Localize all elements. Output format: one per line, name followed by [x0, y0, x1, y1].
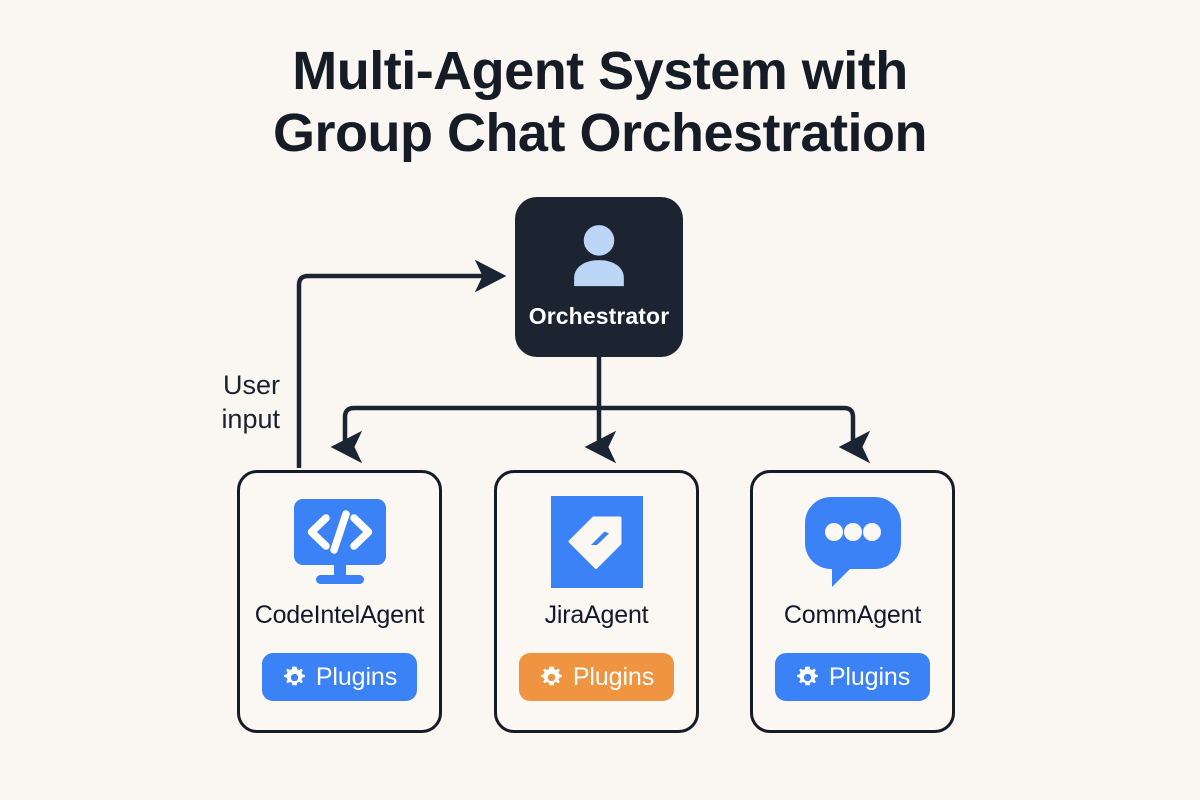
agent-icon-wrap [802, 493, 904, 591]
chat-bubble-icon [804, 497, 901, 587]
agent-name: CommAgent [783, 601, 922, 629]
agent-icon-wrap [550, 493, 643, 591]
agent-name: CodeIntelAgent [254, 601, 425, 629]
tag-label-icon [550, 496, 643, 588]
gear-icon [284, 666, 305, 685]
plugins-label: Plugins [572, 662, 655, 691]
orchestrator-label: Orchestrator [528, 303, 670, 329]
user-input-label-line-2: input [221, 404, 280, 434]
page-title: Multi-Agent System with Group Chat Orche… [0, 40, 1200, 164]
orchestrator-node[interactable]: Orchestrator [515, 197, 683, 357]
user-input-label-line-1: User [222, 370, 280, 400]
gear-icon [541, 666, 562, 685]
title-line-1: Multi-Agent System with [292, 41, 908, 101]
agent-name: JiraAgent [544, 601, 649, 629]
connector-user-input [296, 259, 507, 468]
title-line-2: Group Chat Orchestration [272, 103, 928, 163]
agent-card-codeintelagent[interactable]: CodeIntelAgent Plugins [237, 470, 442, 733]
connector-branch-codeintelagent [330, 405, 599, 464]
agent-icon-wrap [290, 493, 390, 591]
plugins-badge[interactable]: Plugins [774, 653, 931, 701]
agent-card-jiraagent[interactable]: JiraAgent Plugins [494, 470, 699, 733]
person-icon [574, 225, 624, 287]
connector-branch-commagent [599, 405, 871, 464]
plugins-label: Plugins [315, 662, 398, 691]
gear-icon [797, 666, 818, 685]
agent-card-commagent[interactable]: CommAgent Plugins [750, 470, 955, 733]
code-monitor-icon [293, 499, 386, 584]
plugins-badge[interactable]: Plugins [261, 653, 418, 701]
plugins-label: Plugins [828, 662, 911, 691]
user-input-label: User input [168, 368, 280, 436]
plugins-badge[interactable]: Plugins [518, 653, 675, 701]
